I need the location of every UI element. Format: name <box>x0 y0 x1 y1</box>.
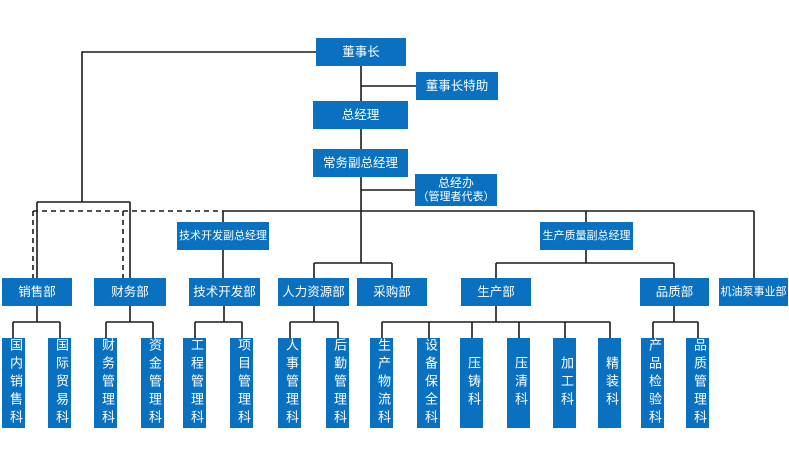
org-node-label: 工程管理科 <box>187 338 203 428</box>
solid-reporting-line <box>36 51 318 278</box>
solid-reporting-line <box>194 306 243 338</box>
org-node-label: 董事长 <box>342 43 380 59</box>
org-node-label: 生产部 <box>477 283 515 299</box>
org-node-label: 资金管理科 <box>145 338 161 428</box>
org-node-label: 压清科 <box>511 356 527 410</box>
solid-reporting-line <box>652 306 699 338</box>
org-node-machining-section: 加工科 <box>553 338 576 428</box>
org-node-fine-assembly-section: 精装科 <box>598 338 621 428</box>
org-node-logistics-mgmt-section: 后勤管理科 <box>326 338 349 428</box>
org-node-label: 项目管理科 <box>234 338 250 428</box>
org-node-fund-mgmt-section: 资金管理科 <box>141 338 164 428</box>
org-node-chairman: 董事长 <box>316 38 406 66</box>
org-node-label: 技术开发部 <box>193 283 256 299</box>
org-node-engineering-mgmt-section: 工程管理科 <box>183 338 206 428</box>
org-node-label: 加工科 <box>557 356 573 410</box>
solid-reporting-line <box>495 262 675 278</box>
org-node-finance-dept: 财务部 <box>94 278 166 306</box>
org-node-quality-mgmt-section: 品质管理科 <box>686 338 709 428</box>
org-node-label: 国际贸易科 <box>52 338 68 428</box>
org-node-sublabel: （管理者代表） <box>417 189 495 203</box>
org-node-hr-dept: 人力资源部 <box>278 278 349 306</box>
org-node-label: 品质管理科 <box>690 338 706 428</box>
org-node-tech-dev-dept: 技术开发部 <box>189 278 260 306</box>
org-node-label: 压铸科 <box>464 356 480 410</box>
org-node-label: 总经理 <box>341 106 380 122</box>
org-node-label: 精装科 <box>602 356 618 410</box>
org-node-label: 生产质量副总经理 <box>542 228 631 242</box>
org-node-label: 国内销售科 <box>6 338 22 428</box>
org-node-label: 后勤管理科 <box>330 338 346 428</box>
org-node-label: 人力资源部 <box>282 283 345 299</box>
org-node-label: 总经办 <box>437 175 474 190</box>
org-node-personnel-mgmt-section: 人事管理科 <box>278 338 301 428</box>
org-node-label: 机油泵事业部 <box>720 284 787 298</box>
org-node-production-dept: 生产部 <box>461 278 531 306</box>
org-node-domestic-sales-section: 国内销售科 <box>2 338 25 428</box>
solid-reporting-line <box>289 306 339 338</box>
org-node-label: 设备保全科 <box>421 338 437 428</box>
org-node-label: 常务副总经理 <box>322 154 398 170</box>
org-node-oil-pump-division: 机油泵事业部 <box>719 278 788 306</box>
org-node-label: 人事管理科 <box>282 338 298 428</box>
org-node-purchasing-dept: 采购部 <box>357 278 427 306</box>
solid-reporting-line <box>105 306 154 338</box>
org-node-label: 技术开发副总经理 <box>179 228 267 242</box>
org-node-production-logistics-section: 生产物流科 <box>370 338 393 428</box>
org-node-executive-deputy-gm: 常务副总经理 <box>313 149 408 177</box>
solid-reporting-line <box>12 306 61 338</box>
org-node-equipment-maintenance-section: 设备保全科 <box>417 338 440 428</box>
org-node-label: 生产物流科 <box>374 338 390 428</box>
solid-reporting-line <box>313 262 393 278</box>
org-node-label: 采购部 <box>373 283 411 299</box>
org-node-label: 财务管理科 <box>98 338 114 428</box>
org-node-label: 品质部 <box>655 283 694 299</box>
org-node-label: 董事长特助 <box>425 77 489 93</box>
org-node-gm-office: 总经办（管理者代表） <box>415 174 497 206</box>
org-node-general-manager: 总经理 <box>313 101 408 129</box>
solid-reporting-line <box>381 306 611 338</box>
org-node-project-mgmt-section: 项目管理科 <box>230 338 253 428</box>
org-node-quality-dept: 品质部 <box>640 278 709 306</box>
org-node-label: 产品检验科 <box>645 338 661 428</box>
org-node-die-casting-section: 压铸科 <box>460 338 483 428</box>
org-node-label: 销售部 <box>18 283 56 299</box>
org-node-pressure-cleaning-section: 压清科 <box>507 338 530 428</box>
org-node-sales-dept: 销售部 <box>2 278 72 306</box>
org-node-finance-mgmt-section: 财务管理科 <box>94 338 117 428</box>
org-node-prod-quality-deputy-gm: 生产质量副总经理 <box>540 222 633 250</box>
org-node-product-inspection-section: 产品检验科 <box>641 338 664 428</box>
org-node-chairman-assistant: 董事长特助 <box>416 72 498 100</box>
org-node-intl-trade-section: 国际贸易科 <box>48 338 71 428</box>
org-node-tech-dev-deputy-gm: 技术开发副总经理 <box>177 222 269 250</box>
org-node-label: 财务部 <box>111 283 149 299</box>
